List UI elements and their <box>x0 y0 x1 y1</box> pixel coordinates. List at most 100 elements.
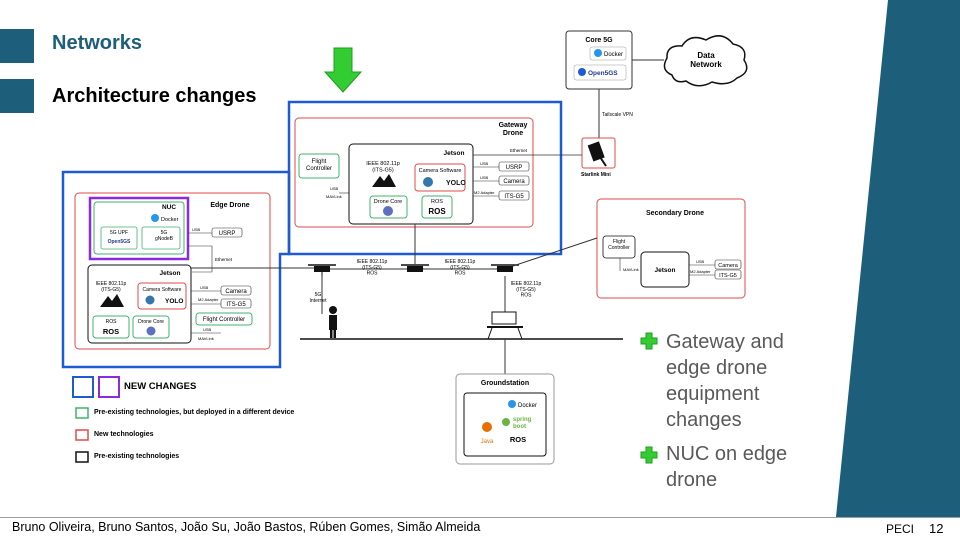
core5g-docker: Docker <box>604 52 623 58</box>
title-square <box>0 29 34 63</box>
edge-usb2: USB <box>200 285 209 290</box>
link3: IEEE 802.11p(ITS-G5)ROS <box>511 281 542 299</box>
page-number: 12 <box>929 521 944 536</box>
edge-title: Edge Drone <box>210 202 249 209</box>
footer-authors: Bruno Oliveira, Bruno Santos, João Su, J… <box>12 520 481 534</box>
gateway-jetson-label: Jetson <box>444 150 465 157</box>
data-network-cloud <box>663 35 748 87</box>
person-icon <box>329 306 337 338</box>
drone-icon-gateway <box>401 264 429 272</box>
edge-python-icon <box>145 295 155 305</box>
core5g-title: Core 5G <box>585 37 613 44</box>
nuc-open5gs: Open5GS <box>108 239 131 245</box>
gateway-usb-label: USB <box>330 186 339 191</box>
plus-icon <box>640 332 658 350</box>
edge-mavlink: MAVLink <box>198 336 214 341</box>
secondary-jetson: Jetson <box>655 267 676 274</box>
legend-new-blue-swatch <box>72 376 94 398</box>
gateway-usb2: USB <box>480 175 489 180</box>
secondary-usb: USB <box>696 259 705 264</box>
nuc-upf: 5G UPF <box>110 230 128 236</box>
edge-ros-logo: ROS <box>103 327 119 336</box>
legend-red-swatch <box>75 429 89 441</box>
down-arrow-icon <box>323 47 363 93</box>
edge-ieee: IEEE 802.11p(ITS-G5) <box>96 281 127 293</box>
legend-pre-existing-moved: Pre-existing technologies, but deployed … <box>94 409 295 416</box>
secondary-m2: M2 Adapter <box>690 269 711 274</box>
secondary-itsg5: ITS-G5 <box>719 273 737 279</box>
page-subtitle: Architecture changes <box>52 85 257 107</box>
legend-new-changes: NEW CHANGES <box>124 381 197 392</box>
secondary-camera: Camera <box>718 263 739 269</box>
edge-mountain-icon <box>100 294 124 307</box>
edge-ros-label: ROS <box>106 319 118 325</box>
link2: IEEE 802.11p(ITS-G5)ROS <box>445 259 476 277</box>
gateway-dronecore: Drone Core <box>374 199 402 205</box>
gateway-camera: Camera <box>503 179 525 185</box>
yolo-label: YOLO <box>446 180 466 187</box>
edge-usb: USB <box>192 227 201 232</box>
tailscale-label: Tailscale VPN <box>602 112 633 118</box>
groundstation-title: Groundstation <box>481 380 529 387</box>
open5gs-icon <box>578 68 586 76</box>
secondary-box <box>596 198 746 299</box>
gateway-ethernet: Ethernet <box>510 148 528 153</box>
subtitle-square <box>0 79 34 113</box>
edge-camera: Camera <box>225 289 247 295</box>
gs-ros: ROS <box>510 435 526 444</box>
core5g-open5gs: Open5GS <box>588 70 618 77</box>
edge-highlight <box>61 170 291 369</box>
edge-ethernet: Ethernet <box>215 257 233 262</box>
nuc-purple <box>88 196 190 261</box>
gateway-ros-logo: ROS <box>428 207 446 216</box>
edge-itsg5: ITS-G5 <box>226 302 246 308</box>
workstation-icon <box>487 311 523 340</box>
edge-dronecore: Drone Core <box>138 319 164 325</box>
bullet-gateway: Gateway and edge drone equipment changes <box>666 331 784 431</box>
link1: IEEE 802.11p(ITS-G5)ROS <box>357 259 388 277</box>
gateway-itsg5: ITS-G5 <box>504 194 524 200</box>
csharp-icon <box>383 206 393 216</box>
edge-usb3: USB <box>203 327 212 332</box>
legend-new-tech: New technologies <box>94 431 154 438</box>
gs-java: Java <box>481 439 494 445</box>
gateway-mountain-icon <box>372 174 396 187</box>
legend-pre-existing: Pre-existing technologies <box>94 453 180 460</box>
gateway-usb1: USB <box>480 161 489 166</box>
nuc-title: NUC <box>162 204 176 211</box>
drone-icon-edge <box>308 264 336 276</box>
footer-divider <box>0 517 960 518</box>
starlink-dish-icon <box>587 141 607 167</box>
gateway-ros-label: ROS <box>431 199 443 205</box>
edge-fc: Flight Controller <box>203 317 245 323</box>
gateway-fc <box>298 153 340 179</box>
page-title: Networks <box>52 32 143 54</box>
edge-yolo: YOLO <box>165 298 183 305</box>
gateway-ieee: IEEE 802.11p(ITS-G5) <box>366 161 400 173</box>
gateway-mavlink-label: MAVLink <box>326 194 342 199</box>
legend-new-purple-swatch <box>98 376 120 398</box>
drone-icon-secondary <box>491 264 519 272</box>
edge-camsw: Camera Software <box>143 287 182 293</box>
gateway-camsw: Camera Software <box>419 168 462 174</box>
gateway-m2: M2 Adapter <box>474 190 495 195</box>
edge-csharp-icon <box>146 326 156 336</box>
edge-usrp: USRP <box>219 231 236 237</box>
nuc-docker: Docker <box>161 217 179 223</box>
edge-m2: M2 Adapter <box>198 297 219 302</box>
gateway-usrp: USRP <box>506 165 523 171</box>
legend-green-swatch <box>75 407 89 419</box>
legend-black-swatch <box>75 451 89 463</box>
spring-icon <box>502 418 510 426</box>
secondary-mavlink: MAVLink <box>623 267 639 272</box>
docker-icon <box>594 49 602 57</box>
